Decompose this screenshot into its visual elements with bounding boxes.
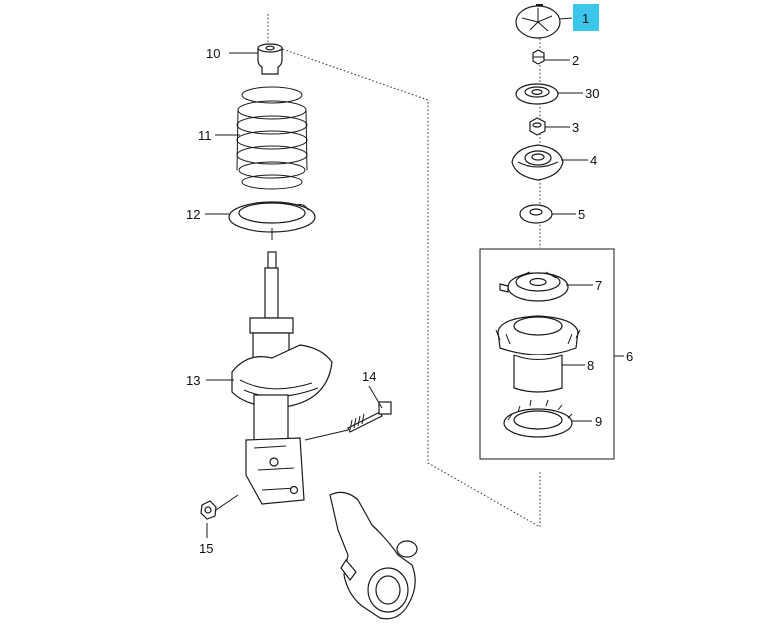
label-14[interactable]: 14 [362,369,376,384]
assembly-guide-lines [267,12,541,528]
label-30[interactable]: 30 [585,86,599,101]
part-2-lock-nut[interactable] [532,49,545,65]
label-4[interactable]: 4 [590,153,597,168]
part-14-strut-bolt[interactable] [304,401,392,441]
label-15[interactable]: 15 [199,541,213,556]
label-3[interactable]: 3 [572,120,579,135]
leader-lines [205,17,624,538]
label-6[interactable]: 6 [626,349,633,364]
part-7-strut-bearing[interactable] [499,271,569,302]
label-10[interactable]: 10 [206,46,220,61]
label-7[interactable]: 7 [595,278,602,293]
part-10-bump-stopper[interactable] [257,43,283,75]
label-9[interactable]: 9 [595,414,602,429]
highlight-part-1 [573,4,599,31]
part-11-coil-spring[interactable] [236,86,308,190]
part-6-group-frame [479,248,615,460]
part-3-nut[interactable] [529,117,546,136]
part-1-insulator-cap[interactable] [515,4,561,39]
label-13[interactable]: 13 [186,373,200,388]
label-11[interactable]: 11 [198,128,212,143]
part-4-strut-mount-insulator[interactable] [511,144,564,181]
label-12[interactable]: 12 [186,207,200,222]
part-9-lower-seat[interactable] [503,399,573,438]
label-5[interactable]: 5 [578,207,585,222]
label-2[interactable]: 2 [572,53,579,68]
part-labels: 10 11 12 13 14 15 1 2 30 3 4 5 6 7 8 9 [186,11,633,556]
part-5-washer[interactable] [519,204,553,224]
label-8[interactable]: 8 [587,358,594,373]
part-13-strut-assembly[interactable] [231,251,333,505]
part-8-dust-cover[interactable] [495,315,581,393]
part-15-nut[interactable] [200,500,217,520]
label-1[interactable]: 1 [582,11,589,26]
part-12-spring-pad[interactable] [228,201,316,240]
steering-knuckle[interactable] [215,491,418,620]
part-30-washer-plate[interactable] [515,83,559,105]
